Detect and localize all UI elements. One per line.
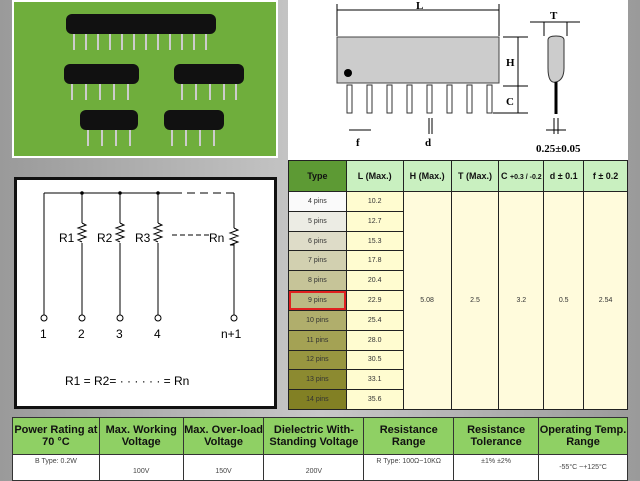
pin-label: 1	[40, 327, 47, 341]
electrical-spec-table: Power Rating at 70 °C Max. Working Volta…	[12, 417, 628, 481]
f-value: 2.54	[583, 191, 628, 410]
length-cell: 15.3	[345, 230, 404, 252]
length-cell: 22.9	[345, 290, 404, 311]
type-cell-selected[interactable]: 9 pins	[288, 290, 347, 311]
pin-label: n+1	[221, 327, 242, 341]
type-cell: 11 pins	[288, 329, 347, 351]
label-C: C	[506, 96, 514, 108]
length-cell: 20.4	[345, 270, 404, 292]
d-value: 0.5	[543, 191, 585, 410]
header-temp-range: Operating Temp. Range	[538, 417, 628, 455]
label-H: H	[506, 57, 515, 69]
header-working-voltage: Max. Working Voltage	[98, 417, 184, 455]
header-d: d ± 0.1	[543, 159, 585, 193]
resistor-network-photo	[12, 0, 278, 158]
dimension-drawing: L H C f d T 0.25±0.05	[288, 0, 628, 160]
type-cell: 13 pins	[288, 369, 347, 391]
resistor-label: Rn	[209, 231, 224, 245]
pin-label: 3	[116, 327, 123, 341]
t-value: 2.5	[450, 191, 500, 410]
type-cell: 7 pins	[288, 250, 347, 272]
length-cell: 17.8	[345, 250, 404, 272]
header-overload-voltage: Max. Over-load Voltage	[182, 417, 265, 455]
resistance-range-cell: R Type: 100Ω~10KΩ	[363, 454, 455, 481]
length-cell: 25.4	[345, 309, 404, 331]
dielectric-voltage-cell: 200V	[263, 454, 365, 481]
temp-range-cell: -55°C ~+125°C	[538, 454, 628, 481]
h-value: 5.08	[402, 191, 452, 410]
type-cell: 14 pins	[288, 389, 347, 410]
power-rating-cell: B Type: 0.2W	[12, 454, 100, 481]
resistor-label: R1	[59, 231, 75, 245]
c-value: 3.2	[498, 191, 545, 410]
header-resistance-range: Resistance Range	[363, 417, 455, 455]
length-cell: 28.0	[345, 329, 404, 351]
header-tolerance: Resistance Tolerance	[453, 417, 540, 455]
pin-label: 4	[154, 327, 161, 341]
type-cell: 6 pins	[288, 230, 347, 252]
overload-voltage-cell: 150V	[182, 454, 265, 481]
type-cell: 12 pins	[288, 349, 347, 371]
sip-resistor-packages-image	[64, 14, 244, 146]
length-cell: 35.6	[345, 389, 404, 410]
header-H: H (Max.)	[402, 159, 452, 193]
table-row: B Type: 0.2W 100V 150V 200V R Type: 100Ω…	[12, 454, 628, 481]
resistor-label: R2	[97, 231, 113, 245]
pin-label: 2	[78, 327, 85, 341]
header-L: L (Max.)	[345, 159, 404, 193]
dimension-table: Type L (Max.) H (Max.) T (Max.) C +0.3 /…	[288, 159, 628, 410]
circuit-schematic: R1 R2 R3 Rn 1 2 3 4 n+1 R1 = R2= · · · ·…	[14, 177, 277, 409]
length-cell: 33.1	[345, 369, 404, 391]
header-f: f ± 0.2	[583, 159, 628, 193]
header-type: Type	[288, 159, 347, 193]
type-cell: 5 pins	[288, 210, 347, 232]
length-cell: 10.2	[345, 191, 404, 212]
length-cell: 12.7	[345, 210, 404, 232]
type-cell: 10 pins	[288, 309, 347, 331]
tolerance-cell: ±1% ±2%	[453, 454, 540, 481]
label-T: T	[550, 10, 558, 22]
lead-diameter-label: 0.25±0.05	[536, 143, 581, 155]
header-T: T (Max.)	[450, 159, 500, 193]
header-dielectric-voltage: Dielectric With-Standing Voltage	[263, 417, 365, 455]
working-voltage-cell: 100V	[98, 454, 184, 481]
label-L: L	[416, 0, 423, 12]
type-cell: 8 pins	[288, 270, 347, 292]
c-tolerance: +0.3 / -0.2	[509, 174, 542, 181]
length-cell: 30.5	[345, 349, 404, 371]
label-d: d	[425, 137, 431, 149]
header-C: C +0.3 / -0.2	[498, 159, 545, 193]
type-cell: 4 pins	[288, 191, 347, 212]
header-power-rating: Power Rating at 70 °C	[12, 417, 100, 455]
label-f: f	[356, 137, 360, 149]
resistance-equation: R1 = R2= · · · · · · = Rn	[65, 374, 189, 388]
resistor-label: R3	[135, 231, 151, 245]
